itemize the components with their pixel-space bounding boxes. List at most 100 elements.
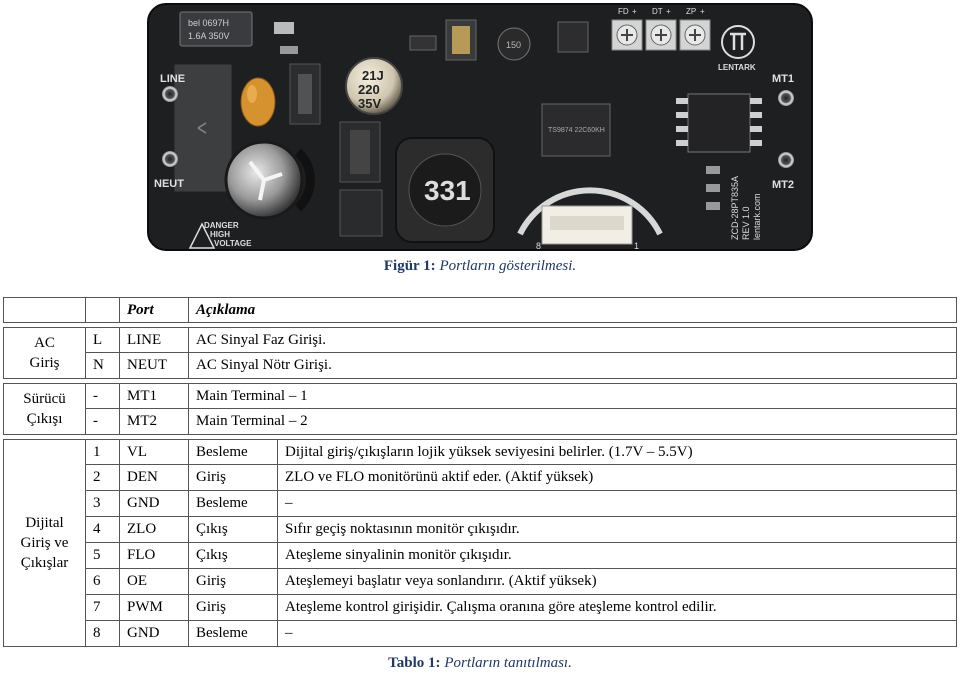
cap-text-2: 220: [358, 82, 380, 97]
figure-caption: Figür 1: Portların gösterilmesi.: [0, 258, 960, 275]
pin-cell: 4: [85, 517, 119, 543]
desc-cell: –: [277, 621, 957, 647]
power-block-mark: [197, 122, 207, 134]
mt2-label: MT2: [772, 179, 794, 191]
fuse-text-2: 1.6A 350V: [188, 31, 230, 41]
pin-cell: 3: [85, 491, 119, 517]
table-caption-text: Portların tanıtılması.: [444, 655, 572, 671]
port-cell: GND: [119, 621, 188, 647]
table-header-row: Port Açıklama: [3, 297, 957, 323]
table-row: N NEUT AC Sinyal Nötr Girişi.: [3, 353, 957, 379]
port-cell: OE: [119, 569, 188, 595]
port-cell: NEUT: [119, 353, 188, 379]
pin-cell: 7: [85, 595, 119, 621]
fd-plus: +: [632, 7, 637, 16]
table-row: 7 PWM Giriş Ateşleme kontrol girişidir. …: [3, 595, 957, 621]
port-cell: FLO: [119, 543, 188, 569]
desc-cell: ZLO ve FLO monitörünü aktif eder. (Aktif…: [277, 465, 957, 491]
mt1-terminal: [778, 90, 794, 106]
fuse-text-1: bel 0697H: [188, 18, 229, 28]
fuse: [179, 11, 253, 47]
desc-cell: AC Sinyal Faz Girişi.: [188, 327, 957, 353]
logo-text: LENTARK: [718, 63, 756, 72]
potentiometer-dt: [645, 19, 677, 51]
pin-cell: 5: [85, 543, 119, 569]
pin-cell: 8: [85, 621, 119, 647]
board-photo: bel 0697H 1.6A 350V LINE NEUT DANGER HIG…: [147, 3, 813, 251]
model-text-1: ZCD-28PT835A: [730, 176, 740, 240]
desc-cell: Ateşlemeyi başlatır veya sonlandırır. (A…: [277, 569, 957, 595]
ic-text: 150: [506, 40, 521, 50]
potentiometer-fd: [611, 19, 643, 51]
table-row: 3 GND Besleme –: [3, 491, 957, 517]
table-row: 4 ZLO Çıkış Sıfır geçiş noktasının monit…: [3, 517, 957, 543]
mt1-label: MT1: [772, 73, 794, 85]
port-cell: VL: [119, 439, 188, 465]
type-cell: Giriş: [188, 465, 277, 491]
model-text-3: lentark.com: [752, 193, 762, 240]
port-cell: LINE: [119, 327, 188, 353]
figure-caption-lead: Figür 1:: [383, 258, 436, 274]
table-row: 6 OE Giriş Ateşlemeyi başlatır veya sonl…: [3, 569, 957, 595]
desc-cell: –: [277, 491, 957, 517]
potentiometer-zp: [679, 19, 711, 51]
pin-cell: -: [85, 383, 119, 409]
table-row: - MT2 Main Terminal – 2: [3, 409, 957, 435]
figure-caption-text: Portların gösterilmesi.: [439, 258, 577, 274]
pin-cell: 1: [85, 439, 119, 465]
port-cell: MT1: [119, 383, 188, 409]
warning-triangle: [188, 222, 216, 249]
header-port: Port: [119, 297, 188, 323]
table-row: 8 GND Besleme –: [3, 621, 957, 647]
dt-label: DT: [652, 7, 663, 16]
line-label: LINE: [160, 73, 185, 85]
chip-text: TS9874 22C60KH: [548, 127, 605, 134]
pin-cell: 6: [85, 569, 119, 595]
type-cell: Besleme: [188, 621, 277, 647]
desc-cell: Dijital giriş/çıkışların lojik yüksek se…: [277, 439, 957, 465]
warning-text-2: HIGH: [210, 230, 230, 239]
type-cell: Çıkış: [188, 543, 277, 569]
table-row: 2 DEN Giriş ZLO ve FLO monitörünü aktif …: [3, 465, 957, 491]
type-cell: Giriş: [188, 569, 277, 595]
port-cell: PWM: [119, 595, 188, 621]
port-cell: DEN: [119, 465, 188, 491]
pin8-label: 8: [536, 241, 541, 251]
neut-terminal: [162, 151, 178, 167]
pin-cell: N: [85, 353, 119, 379]
type-cell: Besleme: [188, 491, 277, 517]
desc-cell: Main Terminal – 1: [188, 383, 957, 409]
desc-cell: Sıfır geçiş noktasının monitör çıkışıdır…: [277, 517, 957, 543]
desc-cell: Ateşleme sinyalinin monitör çıkışıdır.: [277, 543, 957, 569]
inductor-text: 331: [424, 175, 471, 206]
neut-label: NEUT: [154, 178, 184, 190]
pin1-label: 1: [634, 241, 639, 251]
header-description: Açıklama: [188, 297, 957, 323]
zp-label: ZP: [686, 7, 696, 16]
type-cell: Besleme: [188, 439, 277, 465]
connector-arc: [517, 187, 663, 236]
header-pin: [85, 297, 119, 323]
table-caption-lead: Tablo 1:: [388, 655, 441, 671]
pin-cell: 2: [85, 465, 119, 491]
dip-chip: [687, 93, 751, 153]
lentark-logo-icon: [721, 25, 755, 59]
line-terminal: [162, 86, 178, 102]
desc-cell: Main Terminal – 2: [188, 409, 957, 435]
table-caption: Tablo 1: Portların tanıtılması.: [0, 655, 960, 672]
type-cell: Çıkış: [188, 517, 277, 543]
zp-plus: +: [700, 7, 705, 16]
pin-cell: -: [85, 409, 119, 435]
cap-text-3: 35V: [358, 96, 381, 111]
port-cell: MT2: [119, 409, 188, 435]
desc-cell: AC Sinyal Nötr Girişi.: [188, 353, 957, 379]
port-cell: GND: [119, 491, 188, 517]
cap-text-1: 21J: [362, 68, 384, 83]
pin-cell: L: [85, 327, 119, 353]
